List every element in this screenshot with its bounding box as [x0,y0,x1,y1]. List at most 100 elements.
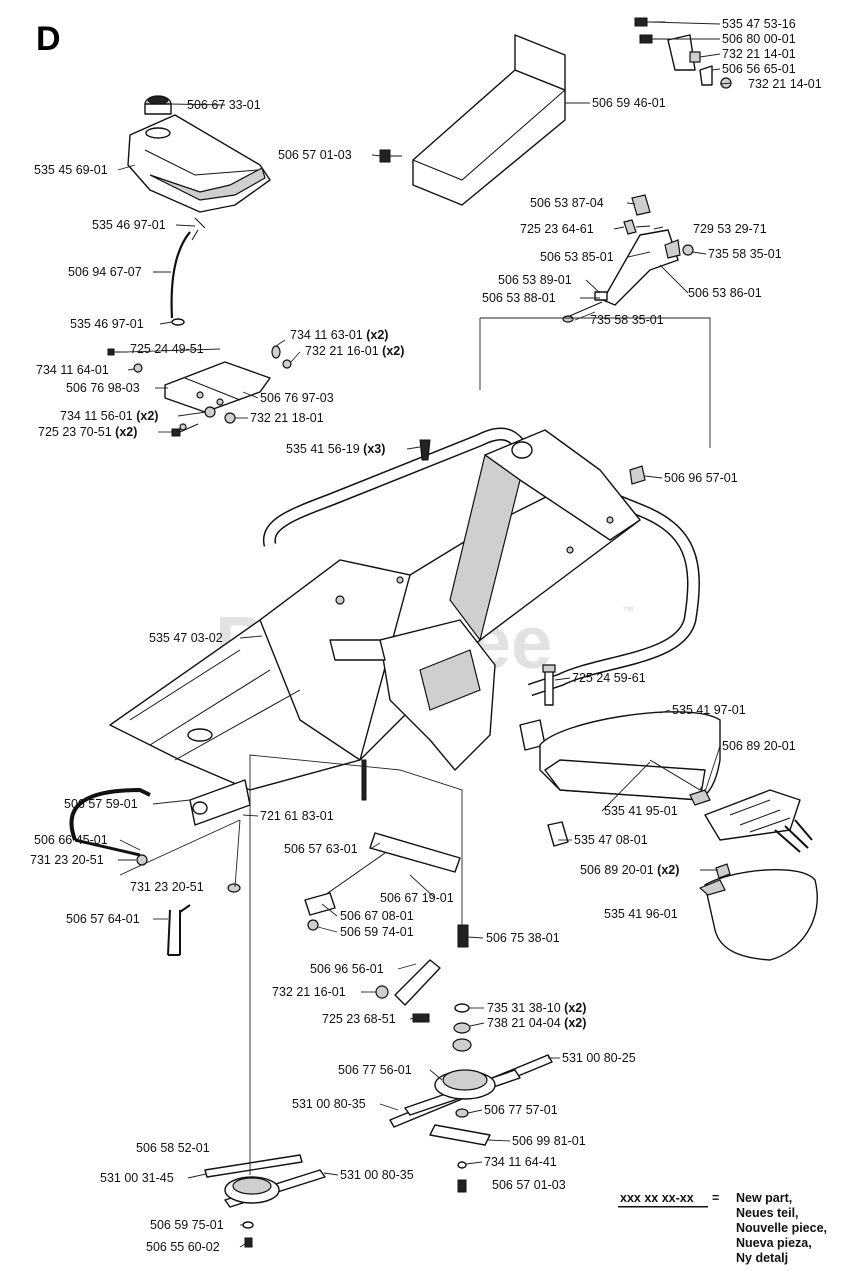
callout-label: 506 94 67-07 [68,265,142,279]
callout-qty: (x3) [363,442,385,456]
svg-text:506 55 60-02: 506 55 60-02 [146,1240,220,1254]
hose-and-rod-drawing [69,788,241,956]
callout-label: 725 24 49-51 [130,342,204,356]
svg-text:506 67 33-01: 506 67 33-01 [187,98,261,112]
svg-text:531 00 31-45: 531 00 31-45 [100,1171,174,1185]
callout-labels: 535 47 53-16 506 80 00-01 732 21 14-01 5… [30,17,822,1254]
callout-label: 734 11 64-41 [484,1155,557,1169]
svg-text:531 00 80-35: 531 00 80-35 [292,1097,366,1111]
callout-label: 535 45 69-01 [34,163,108,177]
callout-label: 506 66 45-01 [34,833,108,847]
svg-text:506 57 01-03: 506 57 01-03 [492,1178,566,1192]
svg-text:506 76 98-03: 506 76 98-03 [66,381,140,395]
callout-label: 531 00 80-25 [562,1051,636,1065]
svg-text:506 67 08-01: 506 67 08-01 [340,909,414,923]
callout-qty: (x2) [382,344,404,358]
svg-text:506 59 46-01: 506 59 46-01 [592,96,666,110]
svg-text:506 77 56-01: 506 77 56-01 [338,1063,412,1077]
svg-text:535 41 95-01: 535 41 95-01 [604,804,678,818]
callout-label: 506 59 74-01 [340,925,414,939]
callout-label: 506 80 00-01 [722,32,796,46]
callout-label: 506 55 60-02 [146,1240,220,1254]
callout-label: 535 47 03-02 [149,631,223,645]
belt-guard-drawing [539,711,818,961]
callout-label: 535 46 97-01 [70,317,144,331]
callout-label: 506 67 33-01 [187,98,261,112]
svg-text:506 94 67-07: 506 94 67-07 [68,265,142,279]
callout-label: 725 24 59-61 [572,671,646,685]
svg-text:725 24 49-51: 725 24 49-51 [130,342,204,356]
legend-line: Nueva pieza, [736,1236,812,1250]
svg-text:731 23 20-51: 731 23 20-51 [30,853,104,867]
svg-text:506 96 56-01: 506 96 56-01 [310,962,384,976]
svg-text:535 46 97-01: 535 46 97-01 [70,317,144,331]
callout-label: 506 96 57-01 [664,471,738,485]
callout-label: 506 76 98-03 [66,381,140,395]
svg-text:725 24 59-61: 725 24 59-61 [572,671,646,685]
svg-text:535 41 97-01: 535 41 97-01 [672,703,746,717]
svg-text:506 75 38-01: 506 75 38-01 [486,931,560,945]
misc-hardware-drawing [361,439,646,801]
svg-text:734 11 64-01: 734 11 64-01 [36,363,109,377]
callout-label: 506 53 87-04 [530,196,604,210]
callout-label: 506 59 46-01 [592,96,666,110]
svg-text:506 53 86-01: 506 53 86-01 [688,286,762,300]
callout-label: 734 11 63-01 [290,328,363,342]
callout-label: 531 00 80-35 [292,1097,366,1111]
callout-label: 732 21 14-01 [748,77,822,91]
callout-label: 732 21 16-01 [305,344,379,358]
svg-text:729 53 29-71: 729 53 29-71 [693,222,767,236]
callout-label: 506 53 85-01 [540,250,614,264]
legend-line: Neues teil, [736,1206,799,1220]
svg-text:734 11 56-01 (x2): 734 11 56-01 (x2) [60,409,158,423]
callout-label: 531 00 80-35 [340,1168,414,1182]
callout-label: 506 89 20-01 [722,739,796,753]
svg-text:725 23 64-61: 725 23 64-61 [520,222,594,236]
svg-text:506 67 19-01: 506 67 19-01 [380,891,454,905]
main-frame-drawing [109,427,700,826]
svg-text:535 47 08-01: 535 47 08-01 [574,833,648,847]
svg-text:506 66 45-01: 506 66 45-01 [34,833,108,847]
callout-label: 734 11 64-01 [36,363,109,377]
pedal-linkage-drawing [562,194,694,323]
callout-label: 731 23 20-51 [30,853,104,867]
callout-label: 535 41 56-19 [286,442,360,456]
callout-qty: (x2) [366,328,388,342]
callout-label: 535 47 08-01 [574,833,648,847]
callout-label: 506 53 86-01 [688,286,762,300]
bracket-assembly-drawing [107,345,292,437]
callout-label: 506 77 56-01 [338,1063,412,1077]
callout-label: 506 67 19-01 [380,891,454,905]
svg-text:506 53 87-04: 506 53 87-04 [530,196,604,210]
svg-text:735 58 35-01: 735 58 35-01 [590,313,664,327]
callout-label: 725 23 68-51 [322,1012,396,1026]
callout-label: 535 47 53-16 [722,17,796,31]
callout-qty: (x2) [136,409,158,423]
tensioner-drawing [304,832,469,1023]
svg-text:725 23 68-51: 725 23 68-51 [322,1012,396,1026]
callout-label: 506 57 64-01 [66,912,140,926]
legend-key-underline [618,1206,708,1208]
svg-text:506 58 52-01: 506 58 52-01 [136,1141,210,1155]
svg-text:506 96 57-01: 506 96 57-01 [664,471,738,485]
callout-label: 732 21 14-01 [722,47,796,61]
svg-text:721 61 83-01: 721 61 83-01 [260,809,334,823]
svg-text:531 00 80-25: 531 00 80-25 [562,1051,636,1065]
svg-text:506 57 64-01: 506 57 64-01 [66,912,140,926]
callout-label: 735 58 35-01 [708,247,782,261]
svg-text:535 47 53-16: 535 47 53-16 [722,17,796,31]
svg-text:535 41 96-01: 535 41 96-01 [604,907,678,921]
legend-line: Nouvelle piece, [736,1221,827,1235]
svg-text:732 21 14-01: 732 21 14-01 [748,77,822,91]
blade-spindle-drawing [389,1003,553,1193]
svg-text:506 57 01-03: 506 57 01-03 [278,148,352,162]
svg-text:506 57 59-01: 506 57 59-01 [64,797,138,811]
callout-label: 506 96 56-01 [310,962,384,976]
svg-text:732 21 18-01: 732 21 18-01 [250,411,324,425]
callout-label: 506 77 57-01 [484,1103,558,1117]
callout-label: 506 58 52-01 [136,1141,210,1155]
svg-text:732 21 16-01: 732 21 16-01 [272,985,346,999]
callout-qty: (x2) [564,1001,586,1015]
callout-label: 535 41 97-01 [672,703,746,717]
